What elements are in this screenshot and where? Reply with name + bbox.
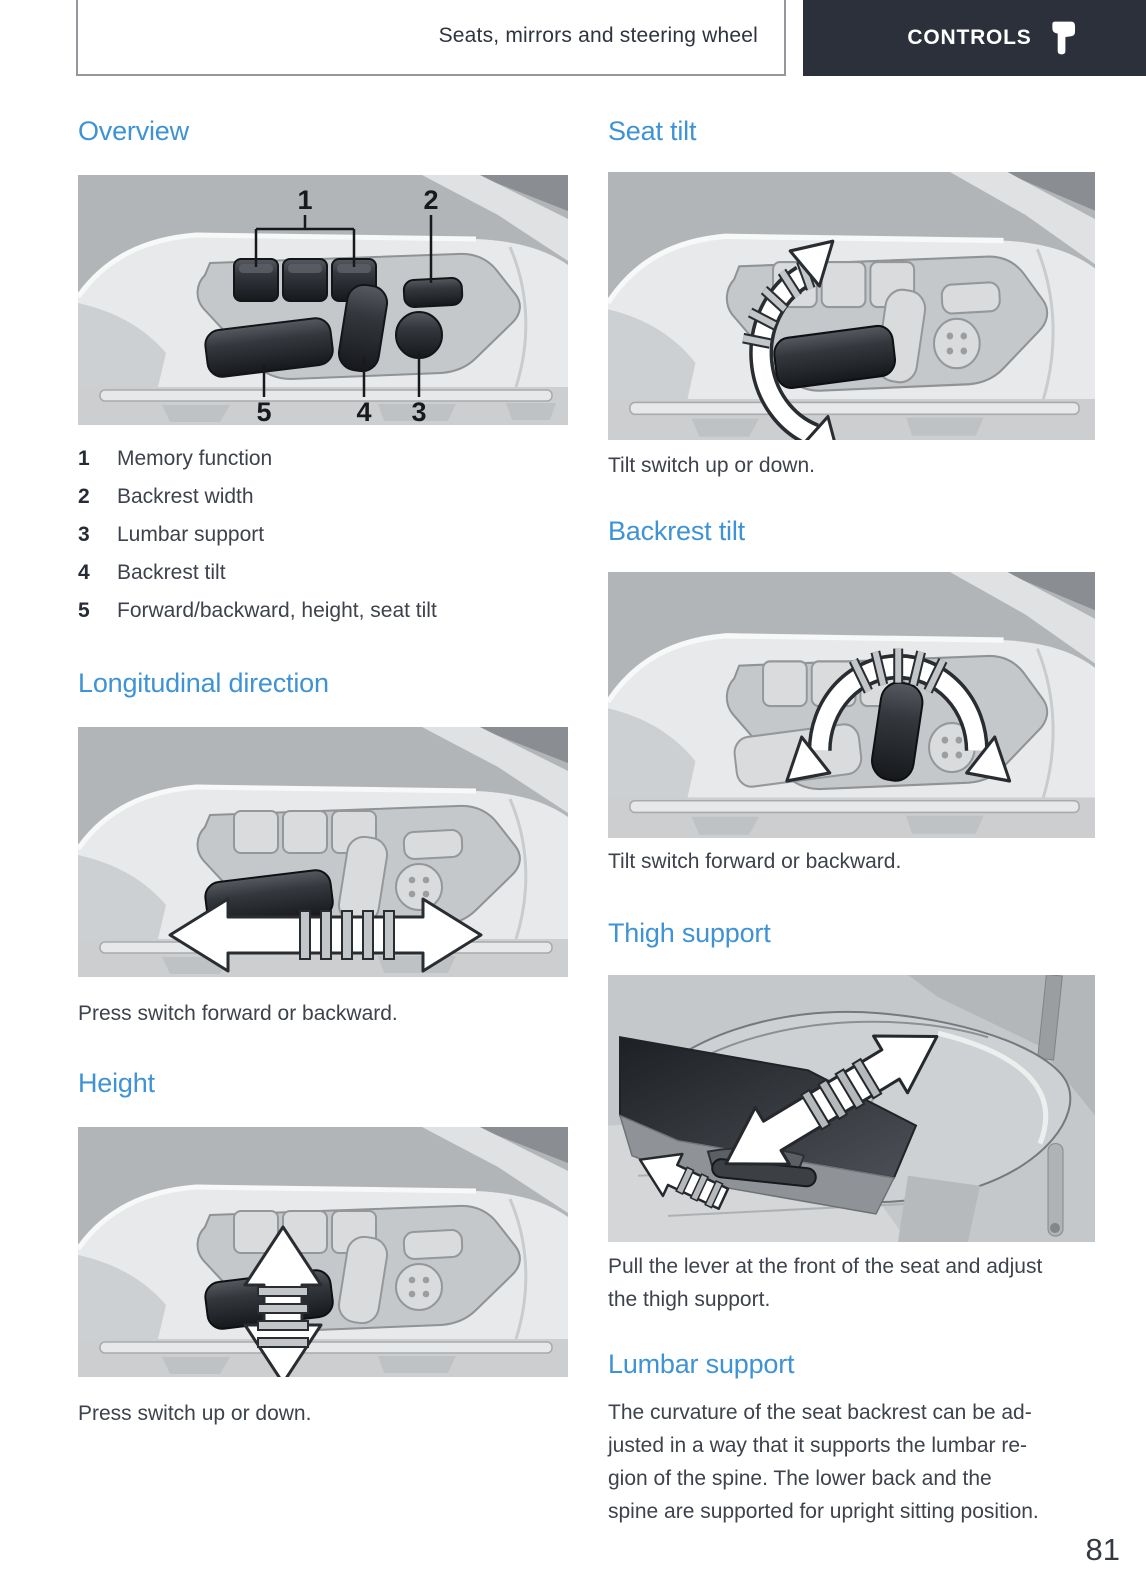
thigh-support-figure (608, 975, 1095, 1242)
backrest-switch (871, 681, 924, 782)
lumbar-support-body: The curvature of the seat backrest can b… (608, 1396, 1108, 1528)
thigh-support-caption: Pull the lever at the front of the seat … (608, 1250, 1095, 1316)
backrest-tilt-heading: Backrest tilt (608, 516, 745, 546)
longitudinal-illustration (78, 727, 568, 977)
tilt-switch (773, 324, 896, 389)
overview-heading: Overview (78, 116, 189, 146)
legend-num: 4 (78, 561, 90, 584)
longitudinal-heading: Longitudinal direction (78, 668, 329, 698)
body-line: gion of the spine. The lower back and th… (608, 1467, 992, 1490)
body-line: spine are supported for upright sitting … (608, 1500, 1039, 1523)
callout-4: 4 (356, 397, 371, 425)
chapter-title: Seats, mirrors and steering wheel (438, 24, 758, 47)
callout-1: 1 (297, 185, 312, 215)
overview-legend: 1 Memory function 2 Backrest width 3 Lum… (78, 447, 568, 637)
callout-lines (254, 215, 433, 397)
caption-line: Pull the lever at the front of the seat … (608, 1255, 1043, 1278)
legend-label: Backrest tilt (117, 561, 226, 584)
double-arrow-vertical (243, 1225, 323, 1377)
height-caption: Press switch up or down. (78, 1402, 312, 1425)
lumbar-support-heading: Lumbar support (608, 1349, 795, 1379)
seat-tilt-heading: Seat tilt (608, 116, 697, 146)
legend-item: 2 Backrest width (78, 485, 568, 523)
callout-5: 5 (256, 397, 271, 425)
legend-item: 4 Backrest tilt (78, 561, 568, 599)
backrest-tilt-caption: Tilt switch forward or backward. (608, 850, 902, 873)
legend-item: 1 Memory function (78, 447, 568, 485)
legend-item: 3 Lumbar support (78, 523, 568, 561)
height-illustration (78, 1127, 568, 1377)
backrest-arc-details (785, 648, 1012, 783)
overview-figure: 1 2 3 4 5 (78, 175, 568, 425)
seat-tilt-illustration (608, 172, 1095, 440)
thigh-support-heading: Thigh support (608, 918, 771, 948)
seat-tilt-caption: Tilt switch up or down. (608, 454, 815, 477)
double-arrow-diagonal (724, 1034, 939, 1166)
controls-tab-label: CONTROLS (907, 26, 1032, 49)
chapter-header-box: Seats, mirrors and steering wheel (76, 0, 786, 76)
body-line: justed in a way that it supports the lum… (608, 1434, 1028, 1457)
body-line: The curvature of the seat backrest can b… (608, 1401, 1032, 1424)
curved-tilt-arrow (742, 239, 842, 440)
height-figure (78, 1127, 568, 1377)
caption-line: the thigh support. (608, 1288, 771, 1311)
hand-pointer-down-icon (1051, 21, 1075, 55)
legend-num: 2 (78, 485, 90, 508)
callout-3: 3 (411, 397, 426, 425)
seat-tilt-figure (608, 172, 1095, 440)
legend-label: Lumbar support (117, 523, 265, 546)
legend-label: Forward/backward, height, seat tilt (117, 599, 437, 622)
double-arrow-horizontal (168, 897, 483, 973)
thigh-support-illustration (608, 975, 1095, 1242)
legend-num: 1 (78, 447, 90, 470)
height-heading: Height (78, 1068, 155, 1098)
controls-chapter-tab: CONTROLS (803, 0, 1146, 76)
legend-num: 3 (78, 523, 90, 546)
legend-num: 5 (78, 599, 90, 622)
longitudinal-figure (78, 727, 568, 977)
callout-2: 2 (423, 185, 438, 215)
backrest-tilt-illustration (608, 572, 1095, 838)
legend-item: 5 Forward/backward, height, seat tilt (78, 599, 568, 637)
lever-arrow (638, 1152, 730, 1210)
legend-label: Backrest width (117, 485, 254, 508)
legend-label: Memory function (117, 447, 273, 470)
seat-rail (1047, 1143, 1064, 1237)
longitudinal-caption: Press switch forward or backward. (78, 1002, 398, 1025)
page-number: 81 (1085, 1532, 1120, 1567)
seat-panel-overview-illustration: 1 2 3 4 5 (78, 175, 568, 425)
backrest-tilt-figure (608, 572, 1095, 838)
